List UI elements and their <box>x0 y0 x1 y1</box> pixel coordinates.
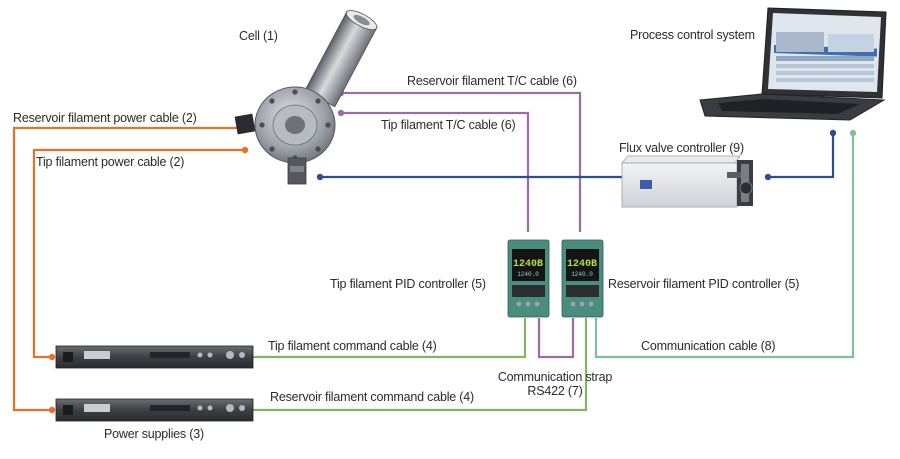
tip-power-dot <box>241 146 249 154</box>
label-reservoir-pid: Reservoir filament PID controller (5) <box>608 277 800 291</box>
flux-right-dot <box>764 173 772 181</box>
reservoir-pid-display-mid: 1240.0 <box>571 271 593 278</box>
pc-flux-dot <box>829 129 837 137</box>
cell-device <box>234 10 378 185</box>
flux-valve-knob <box>739 181 753 195</box>
label-tip-tc: Tip filament T/C cable (6) <box>381 118 516 132</box>
tip-tc-cable <box>341 111 530 232</box>
reservoir-power-supply <box>55 398 254 422</box>
label-reservoir-power: Reservoir filament power cable (2) <box>13 111 197 125</box>
label-reservoir-command: Reservoir filament command cable (4) <box>270 390 474 404</box>
label-flux-valve: Flux valve controller (9) <box>619 141 744 155</box>
tip-tc-dot <box>337 109 345 117</box>
command-cables <box>253 318 588 412</box>
tip-power-end-dot <box>48 353 56 361</box>
cell-flux-dot <box>316 173 324 181</box>
reservoir-power-cable <box>12 126 245 412</box>
label-process-control: Process control system <box>630 28 755 42</box>
comm-cable-line <box>594 133 855 359</box>
flux-box-logo <box>640 180 652 189</box>
label-tip-command: Tip filament command cable (4) <box>268 339 437 353</box>
tc-cables <box>337 89 582 232</box>
reservoir-tc-cable <box>341 91 582 232</box>
laptop-keyboard <box>718 99 860 114</box>
tip-pid-display-mid: 1240.0 <box>517 271 539 278</box>
process-control-laptop <box>699 7 887 121</box>
label-comm-strap-1: Communication strap <box>497 370 613 384</box>
reservoir-pid-controller: 1240B 1240.0 <box>561 239 604 318</box>
flux-box-top <box>621 155 741 164</box>
label-power-supplies: Power supplies (3) <box>104 427 204 441</box>
label-reservoir-tc: Reservoir filament T/C cable (6) <box>407 74 577 88</box>
tip-power-cable <box>32 148 245 359</box>
reservoir-power-end-dot <box>48 406 56 414</box>
tip-power-supply <box>55 345 254 369</box>
communication-cable <box>594 129 857 359</box>
label-tip-power: Tip filament power cable (2) <box>36 155 185 169</box>
flux-cable <box>316 129 837 181</box>
pc-comm-dot <box>849 129 857 137</box>
flux-box-front <box>621 162 738 208</box>
flux-to-pc-cable <box>768 133 835 179</box>
cell-back-block <box>234 113 256 135</box>
communication-strap <box>537 318 575 359</box>
label-comm-strap-2: RS422 (7) <box>527 384 583 398</box>
tip-pid-display-top: 1240B <box>513 259 543 270</box>
reservoir-pid-display-top: 1240B <box>567 259 597 270</box>
label-tip-pid: Tip filament PID controller (5) <box>330 277 486 291</box>
tip-command-cable <box>253 318 527 359</box>
label-cell: Cell (1) <box>239 29 278 43</box>
tip-pid-controller: 1240B 1240.0 <box>507 239 550 318</box>
reservoir-command-cable <box>253 318 588 412</box>
power-cables <box>12 124 249 414</box>
label-comm-cable: Communication cable (8) <box>641 339 776 353</box>
flux-valve-controller <box>621 155 753 208</box>
